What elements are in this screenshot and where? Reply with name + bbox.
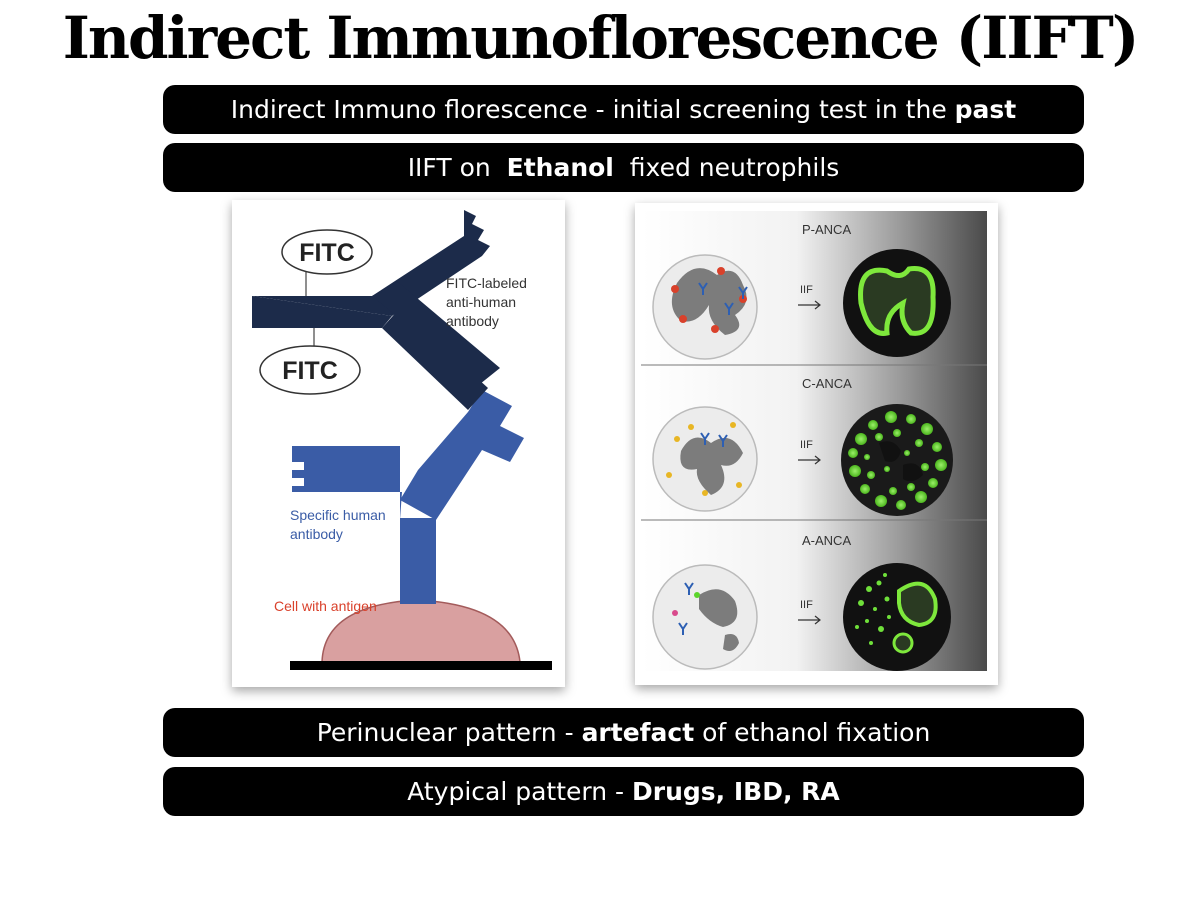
info-bar-screening: Indirect Immuno florescence - initial sc…	[163, 85, 1084, 134]
bar-text: Atypical pattern -	[407, 777, 633, 806]
cell-antigen-label: Cell with antigen	[274, 598, 377, 614]
bar-bold-text: Drugs, IBD, RA	[632, 777, 840, 806]
fitc-text-top: FITC	[299, 239, 355, 267]
iif-label: IIF	[800, 284, 813, 296]
secondary-antibody-label: FITC-labeled anti-human antibody	[446, 275, 531, 329]
bar-text: IIFT on	[407, 153, 499, 182]
bar-text-end: of ethanol fixation	[694, 718, 931, 747]
info-bar-atypical: Atypical pattern - Drugs, IBD, RA	[163, 767, 1084, 816]
bar-text: Indirect Immuno florescence - initial sc…	[230, 95, 955, 124]
info-bar-perinuclear: Perinuclear pattern - artefact of ethano…	[163, 708, 1084, 757]
slide-surface	[290, 661, 552, 670]
panel-a-anca: A-ANCA IIF	[652, 533, 951, 671]
primary-antibody	[292, 390, 524, 604]
panel-label: P-ANCA	[802, 222, 851, 237]
bar-bold-text: Ethanol	[506, 153, 614, 182]
fitc-label-top	[281, 229, 373, 275]
fitc-label-bottom	[259, 345, 361, 395]
panel-label: C-ANCA	[802, 376, 852, 391]
bar-text: Perinuclear pattern -	[316, 718, 582, 747]
panel-p-anca: P-ANCA IIF	[652, 222, 951, 360]
secondary-antibody	[252, 210, 500, 410]
bar-text-end: fixed neutrophils	[621, 153, 840, 182]
bar-bold-text: past	[954, 95, 1017, 124]
iift-antibody-diagram: FITC FITC FITC-labeled anti-human antibo…	[232, 200, 565, 687]
panel-label: A-ANCA	[802, 533, 851, 548]
anca-diagram-svg: P-ANCA IIF C-ANCA IIF	[641, 211, 987, 671]
iif-label: IIF	[800, 439, 813, 451]
anca-patterns-diagram: P-ANCA IIF C-ANCA IIF	[635, 203, 998, 685]
panel-c-anca: C-ANCA IIF	[652, 376, 953, 516]
antibody-diagram-svg: FITC FITC FITC-labeled anti-human antibo…	[252, 210, 552, 670]
fitc-text-bottom: FITC	[282, 357, 338, 385]
info-bar-ethanol: IIFT on Ethanol fixed neutrophils	[163, 143, 1084, 192]
primary-antibody-label: Specific human antibody	[290, 507, 390, 542]
slide-title: Indirect Immunoflorescence (IIFT)	[62, 4, 1140, 72]
iif-label: IIF	[800, 599, 813, 611]
bar-bold-text: artefact	[581, 718, 695, 747]
